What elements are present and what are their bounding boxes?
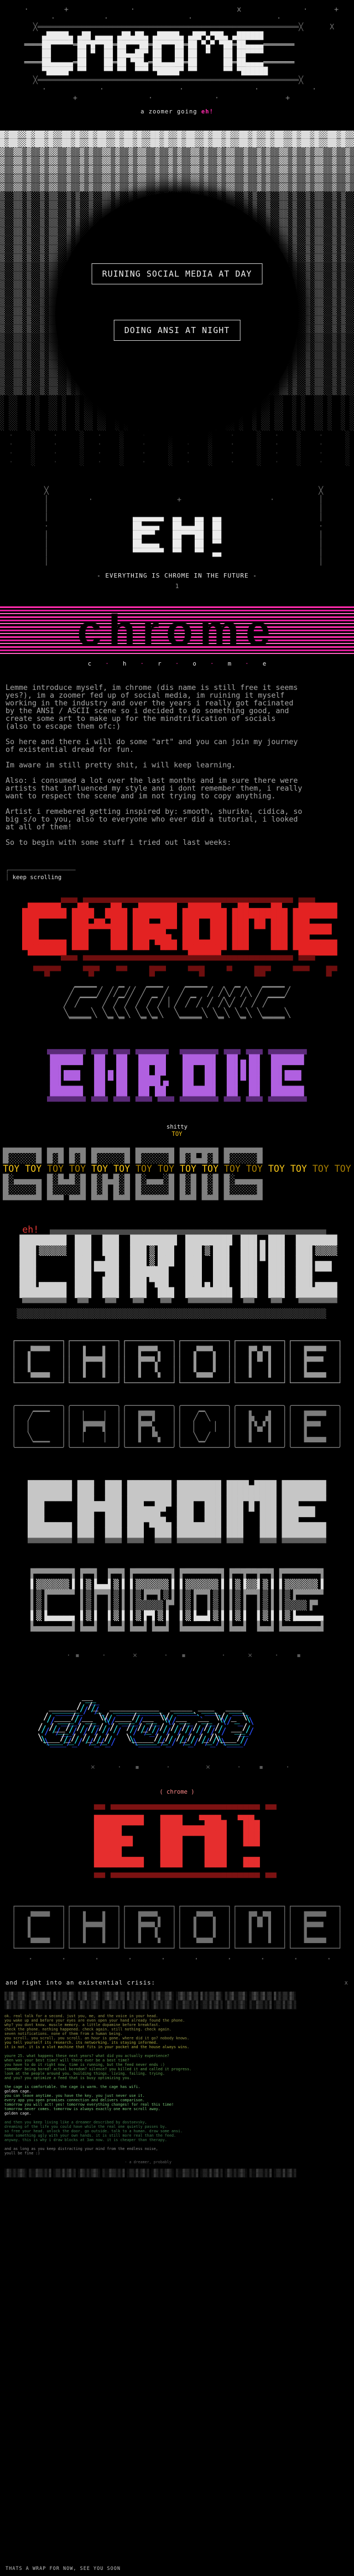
purple-chrome-logo: ▄▄▄▄▄▄▄ ▄▄▄ ▄▄▄ ▄▄▄▄▄▄ ▄▄▄▄▄▄▄ ▄▄▄ ▄▄▄ ▄… <box>47 1044 307 1107</box>
dither-moon-section: █▓██▓▓█▓██▓█▓▓██▓█▓▓█▓██▓▓█▓██▓█▓▓██▓█▓▓… <box>0 131 354 467</box>
script-layer-blue: __ _____/ /_ _________ ____ ___ ___ / __… <box>44 1695 254 1747</box>
pink-knockout-word: chrome <box>77 606 277 655</box>
wire-chrome-logo: ╱▔▔▔▔╱ ╱╱▔╱╱ ╱▔▔▔╱ ╱▔▔▔▔╱ ╱╲╱▔╱╲ ╱▔▔▔▔╱ … <box>64 986 290 1029</box>
moon-box-day: RUINING SOCIAL MEDIA AT DAY <box>91 263 263 284</box>
toy-chrome-logo: ▄▄▄▄▄▄▄ ▄▄▄ ▄▄▄ ▄▄▄▄▄▄▄ ▄▄▄▄▄▄▄ ▄▄▄▄▄▄▄ … <box>3 1142 351 1206</box>
gray-chrome-logo: eh! ▄▄▄▄▄▄▄▄▄▄▄▄▄▄▄▄▄▄▄▄▄▄▄▄▄▄▄▄▄▄▄▄▄▄▄▄… <box>17 1224 337 1319</box>
crisis-heading: and right into an existential crisis: <box>6 1980 155 1986</box>
crisis-corner-mark: x <box>344 1980 348 1986</box>
moon-circle: RUINING SOCIAL MEDIA AT DAY DOING ANSI A… <box>55 193 299 436</box>
red-eh-logo: ▄▄ ▄▄▄▄▄▄▄▄▄▄▄▄▄▄▄▄▄▄▄▄▄▄▄▄▄▄▄ ▄▄ ▄▄▄▄▄▄… <box>77 1799 277 1883</box>
shitty-label: shitty <box>166 1124 188 1130</box>
chrome-glitch-logo: · + · x · + · · · · ╳═══════════════════… <box>15 6 339 102</box>
script-layer-main: __ _____/ /_ _________ ____ ___ ___ / __… <box>37 1690 248 1743</box>
noise-row-bottom: × · ▪ · × · ▪ · <box>64 1763 290 1772</box>
script-chrome-glitch: __ _____/ /_ _________ ____ ___ ___ / __… <box>0 1680 354 1763</box>
footer-text: THATS A WRAP FOR NOW, SEE YOU SOON <box>6 2566 121 2572</box>
chrome-letters-row: c · h · r · o · m · e <box>87 661 267 667</box>
tagline: a zoomer going eh! <box>0 108 354 115</box>
chunky-chrome-logo-2: ▛▀▀▀▀▀▀▜ ▛▀▜ ▛▀▜ ▛▀▀▀▀▀▀▜ ▛▀▀▀▀▀▀▜ ▛▀▜▀▀… <box>30 1569 324 1632</box>
boxed-letters-row-2: ╭────────╮╭────────╮╭────────╮╭────────╮… <box>11 1400 343 1453</box>
crisis-heading-row: and right into an existential crisis: x <box>0 1980 354 1986</box>
eh-logo-art: ╳ ╳ │ · + · │ │ │ <box>30 487 324 566</box>
crisis-text-art: ▒░▒▓░░▒▒▓░ ░▒▓▒░▒▓░▒▒ ▓░▒░▒▒░▓▒░ ▒░▒▓░░▒… <box>4 1992 296 2178</box>
boxed-letters-row-1: ┌────────┐┌────────┐┌────────┐┌────────┐… <box>11 1336 343 1388</box>
intro-text: Lemme introduce myself, im chrome (dis n… <box>6 684 303 847</box>
noise-row-top: · ▪ · × · ▪ · × · ▪ <box>53 1651 301 1660</box>
keep-scrolling-label: ┌─────────────────── │ keep scrolling <box>6 867 76 881</box>
moon-box-night: DOING ANSI AT NIGHT <box>113 320 241 341</box>
tagline-text: a zoomer going <box>140 108 201 115</box>
boxed-letters-row-3: ┌────────┐┌────────┐┌────────┐┌────────┐… <box>11 1901 343 1964</box>
red-chrome-logo: ▄▄▄ ▄▄▄▄▄▄▄▄▄▄▄▄▄▄▄▄▄▄▄▄▄▄▄▄▄▄▄▄▄▄▄▄▄▄▄▄… <box>17 892 337 977</box>
script-layer-cyan: __ _____/ /_ _________ ____ ___ ___ / __… <box>40 1692 251 1745</box>
chunky-chrome-logo-1: ▄▄▄▄▄▄▄▄ ▄▄▄ ▄▄▄ ▄▄▄▄▄▄▄▄ ▄▄▄▄▄▄▄▄ ▄▄▄▄ … <box>28 1475 326 1549</box>
eh-motto: - EVERYTHING IS CHROME IN THE FUTURE - <box>97 572 257 579</box>
eh-number: 1 <box>175 583 179 590</box>
pink-stripe-logo: chrome <box>0 606 354 655</box>
toy-label: TOY <box>171 1131 183 1138</box>
tagline-accent: eh! <box>201 108 214 115</box>
chrome-paren-label: ( chrome ) <box>159 1789 195 1795</box>
